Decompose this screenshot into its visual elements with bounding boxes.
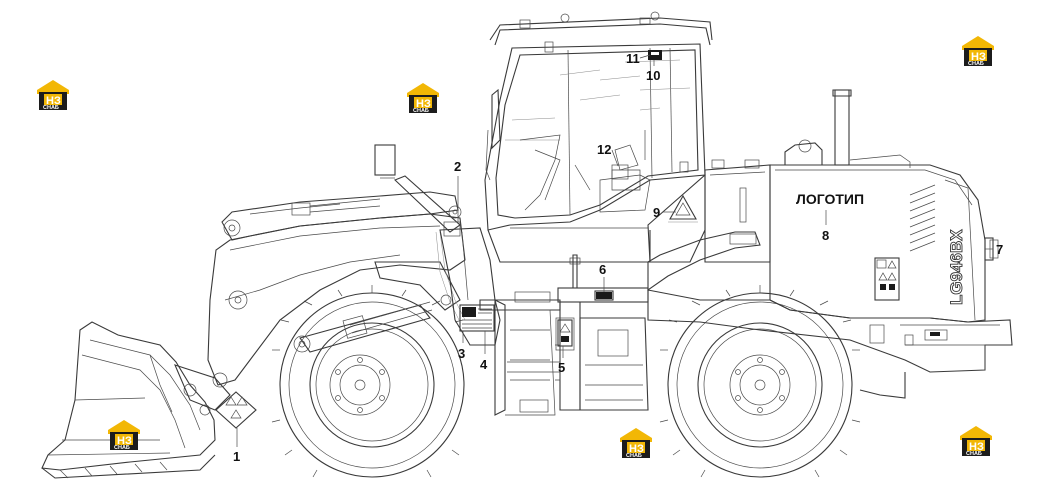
callout-label-3: 3 [458,346,465,361]
articulation-section [507,254,649,411]
rear-wheel [659,285,861,478]
svg-text:СНАБ: СНАБ [43,105,59,111]
watermark-logo: НЗ СНАБ [620,428,652,459]
loader-boom [207,144,466,388]
watermark-logo: НЗ СНАБ [37,80,69,111]
decal-5 [557,319,573,347]
callout-label-6: 6 [599,262,606,277]
watermark-logo: НЗ СНАБ [407,83,439,114]
callout-label-5: 5 [558,360,565,375]
callout-label-9: 9 [653,205,660,220]
decal-2-marker [443,221,461,237]
callout-label-11: 11 [626,51,640,66]
watermark-logo: НЗ СНАБ [962,36,994,67]
callout-label-10: 10 [646,68,660,83]
callout-label-4: 4 [480,357,488,372]
callout-label-7: 7 [996,242,1003,257]
cab-decal-12 [611,164,629,180]
svg-text:СНАБ: СНАБ [966,451,982,457]
callout-label-8: 8 [822,228,829,243]
decal-1-warning [215,391,257,429]
watermark-logo: НЗ СНАБ [108,420,140,451]
model-marking: LG946BX [947,229,966,305]
svg-text:НЗ: НЗ [969,441,984,453]
handrail [647,231,761,292]
decal-3-4-plate [459,304,495,332]
callout-label-1: 1 [233,449,240,464]
svg-text:НЗ: НЗ [629,443,644,455]
svg-text:НЗ: НЗ [416,98,431,110]
svg-text:СНАБ: СНАБ [413,108,429,114]
callout-label-12: 12 [597,142,611,157]
operator-cab [484,11,713,263]
callout-label-2: 2 [454,159,461,174]
svg-text:СНАБ: СНАБ [114,445,130,451]
svg-text:НЗ: НЗ [971,51,986,63]
svg-text:СНАБ: СНАБ [968,61,984,67]
svg-text:НЗ: НЗ [117,435,132,447]
bucket [41,321,231,479]
front-wheel [271,285,465,478]
svg-text:СНАБ: СНАБ [626,453,642,459]
brand-triangle-logo [668,194,698,223]
decal-6 [596,292,612,299]
rear-frame [647,289,1013,399]
svg-text:НЗ: НЗ [46,95,61,107]
leader-lines [236,54,993,447]
watermark-logo: НЗ СНАБ [960,426,992,457]
hood-decal-block [874,257,900,301]
logo-placeholder: ЛОГОТИП [796,191,864,207]
